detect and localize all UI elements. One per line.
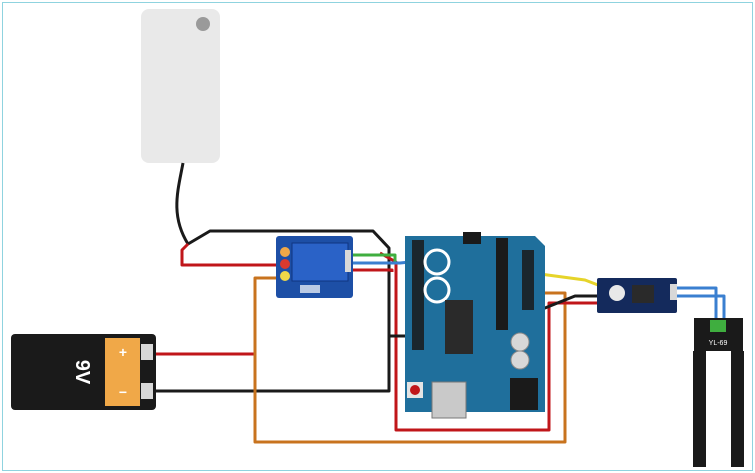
relay-vcc-wire (352, 268, 394, 272)
capacitor-1 (510, 332, 530, 352)
pump-body (141, 9, 220, 163)
sensor-signal-wire (539, 272, 599, 287)
left-header (412, 240, 424, 350)
sensor-chip (632, 285, 654, 303)
sensor-vcc-wire (253, 276, 567, 444)
sensor-pin-header (670, 284, 677, 300)
pump-ground-wire (187, 229, 391, 388)
moisture-sensor-module[interactable] (597, 278, 677, 313)
icsp-header (463, 232, 481, 244)
arduino-logo-left (423, 248, 451, 276)
arduino-uno[interactable] (405, 232, 545, 419)
arduino-logo-right (423, 276, 451, 304)
reset-button[interactable] (410, 385, 420, 395)
battery-minus-label: − (119, 384, 127, 400)
battery-negative-wire (152, 388, 391, 393)
battery-negative-terminal (141, 383, 153, 399)
power-header (522, 250, 534, 310)
battery-positive-terminal (141, 344, 153, 360)
sensor-potentiometer (609, 285, 625, 301)
battery-plus-label: + (119, 344, 127, 360)
water-pump[interactable] (141, 9, 220, 163)
usb-port (431, 381, 467, 419)
arduino-board (405, 236, 545, 412)
battery-9v[interactable]: 9V + − (11, 334, 156, 410)
pump-lead-wire (175, 162, 190, 245)
pump-power-wire (180, 242, 288, 267)
probe-leg-left (693, 351, 706, 467)
relay-terminal-3 (280, 271, 290, 281)
probe-wire-a (677, 286, 718, 318)
relay-module[interactable] (276, 236, 353, 298)
capacitor-2 (510, 350, 530, 370)
relay-cube (291, 242, 349, 282)
pump-outlet (196, 17, 210, 31)
relay-signal-wire (352, 260, 411, 265)
probe-connector (710, 320, 726, 332)
relay-terminal-1 (280, 247, 290, 257)
probe-wire-b (677, 294, 726, 318)
wires (152, 162, 726, 444)
battery-positive-wire (152, 300, 257, 356)
relay-gnd-wire (352, 253, 397, 262)
probe-label: YL-69 (709, 340, 728, 347)
moisture-probe[interactable]: YL-69 (693, 318, 744, 467)
probe-leg-right (731, 351, 744, 467)
sensor-ground-wire (539, 294, 598, 312)
relay-terminal-2 (280, 259, 290, 269)
battery-label-panel (105, 338, 140, 406)
microcontroller-chip (445, 300, 473, 354)
digital-header (496, 238, 508, 330)
power-jack (510, 378, 538, 410)
relay-pin-header (345, 250, 351, 272)
battery-voltage-label: 9V (71, 360, 93, 385)
relay-label-strip (300, 285, 320, 293)
